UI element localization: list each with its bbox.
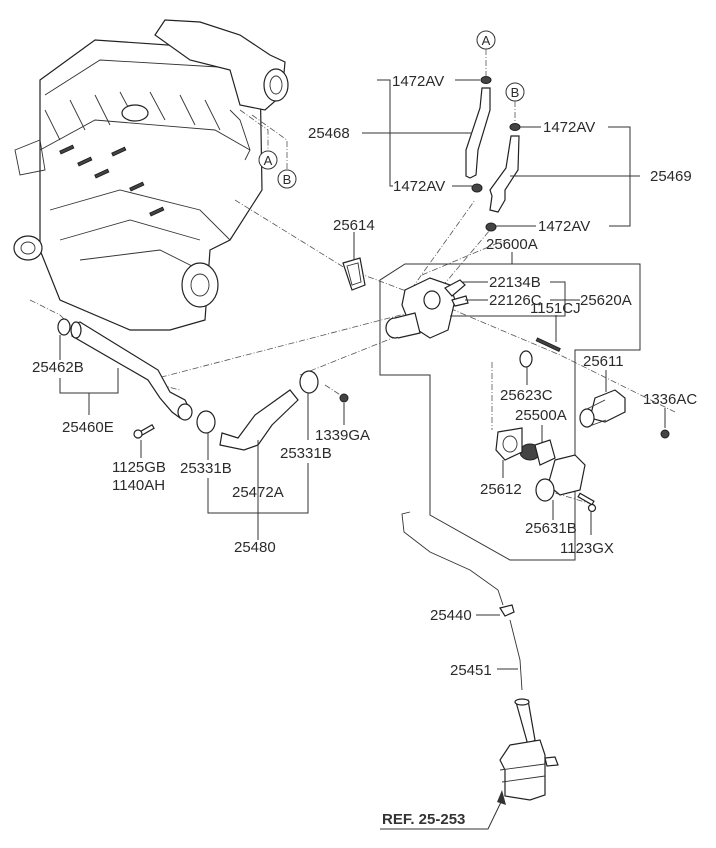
thermostat-25500a: [519, 439, 556, 466]
label-25472a: 25472A: [232, 484, 284, 501]
o-ring-25462b: [57, 318, 71, 336]
ref-arrow-head-icon: [497, 790, 506, 805]
hose-25469-group: B: [485, 82, 525, 232]
label-25614: 25614: [333, 217, 375, 234]
leaders-25469: [496, 126, 640, 227]
marker-a-hose-text: A: [482, 33, 491, 48]
marker-b-engine: [277, 169, 297, 189]
label-1472av-bottom-a: 1472AV: [393, 178, 445, 195]
label-25631b: 25631B: [525, 520, 577, 537]
label-25451: 25451: [450, 662, 492, 679]
label-25623c: 25623C: [500, 387, 553, 404]
water-outlet-25611: [579, 389, 626, 428]
label-25612: 25612: [480, 481, 522, 498]
label-25480: 25480: [234, 539, 276, 556]
label-25440: 25440: [430, 607, 472, 624]
engine-block-illustration: [13, 19, 289, 331]
housing-25620a: [385, 277, 469, 339]
marker-a-engine: [258, 150, 278, 170]
label-25460e: 25460E: [62, 419, 114, 436]
stud-1151cj: [535, 337, 561, 352]
radiator-hose-25472a: [219, 389, 299, 451]
label-25462b: 25462B: [32, 359, 84, 376]
reservoir-tank: [499, 698, 559, 801]
ref-arrow-line: [380, 799, 503, 830]
clamp-25331b-left: [196, 410, 216, 434]
bracket-25600a: [379, 252, 641, 561]
leaders-25620a: [450, 281, 580, 317]
label-1339ga: 1339GA: [315, 427, 370, 444]
label-25468: 25468: [308, 125, 350, 142]
hose-25468-group: A: [465, 30, 496, 193]
engine-connection-markers: A B: [239, 109, 297, 189]
label-22126c: 22126C: [489, 292, 542, 309]
clamp-1472av: [509, 123, 521, 131]
label-22134b: 22134B: [489, 274, 541, 291]
nut-1336ac: [660, 429, 670, 439]
reference-label: REF. 25-253: [382, 811, 465, 828]
hose-25451: [509, 619, 523, 691]
clip-25440: [499, 604, 515, 617]
label-25331b-left: 25331B: [180, 460, 232, 477]
bolt-1123gx: [577, 492, 597, 513]
label-25331b-right: 25331B: [280, 445, 332, 462]
label-1123gx: 1123GX: [560, 540, 614, 557]
nut-1339ga: [339, 393, 349, 403]
clamp-1472av: [480, 76, 492, 84]
label-25500a: 25500A: [515, 407, 567, 424]
label-25600a: 25600A: [486, 236, 538, 253]
label-25620a: 25620A: [580, 292, 632, 309]
gasket-25612: [495, 427, 523, 461]
clamp-1472av: [471, 183, 483, 193]
leaders-25468: [362, 79, 480, 187]
bolt-1125gb: [133, 423, 155, 439]
marker-a-engine-text: A: [264, 153, 273, 168]
clamp-25331b-right: [299, 370, 319, 394]
marker-b-engine-text: B: [283, 172, 292, 187]
gasket-25614: [342, 257, 366, 291]
label-1140ah: 1140AH: [112, 477, 165, 494]
label-1472av-top-a: 1472AV: [392, 73, 444, 90]
clamp-1472av: [485, 222, 497, 232]
water-pipe-25460e: [70, 321, 193, 421]
overflow-pipe: [401, 511, 504, 606]
marker-b-hose-text: B: [511, 85, 520, 100]
label-1125gb: 1125GB: [112, 459, 166, 476]
label-1336ac: 1336AC: [643, 391, 697, 408]
label-1472av-top-b: 1472AV: [543, 119, 595, 136]
label-25611: 25611: [583, 353, 624, 370]
o-ring-25623c: [519, 350, 533, 368]
water-inlet-25631b: [535, 454, 586, 502]
label-1472av-bottom-b: 1472AV: [538, 218, 590, 235]
label-1151cj: 1151CJ: [530, 300, 581, 317]
label-25469: 25469: [650, 168, 692, 185]
